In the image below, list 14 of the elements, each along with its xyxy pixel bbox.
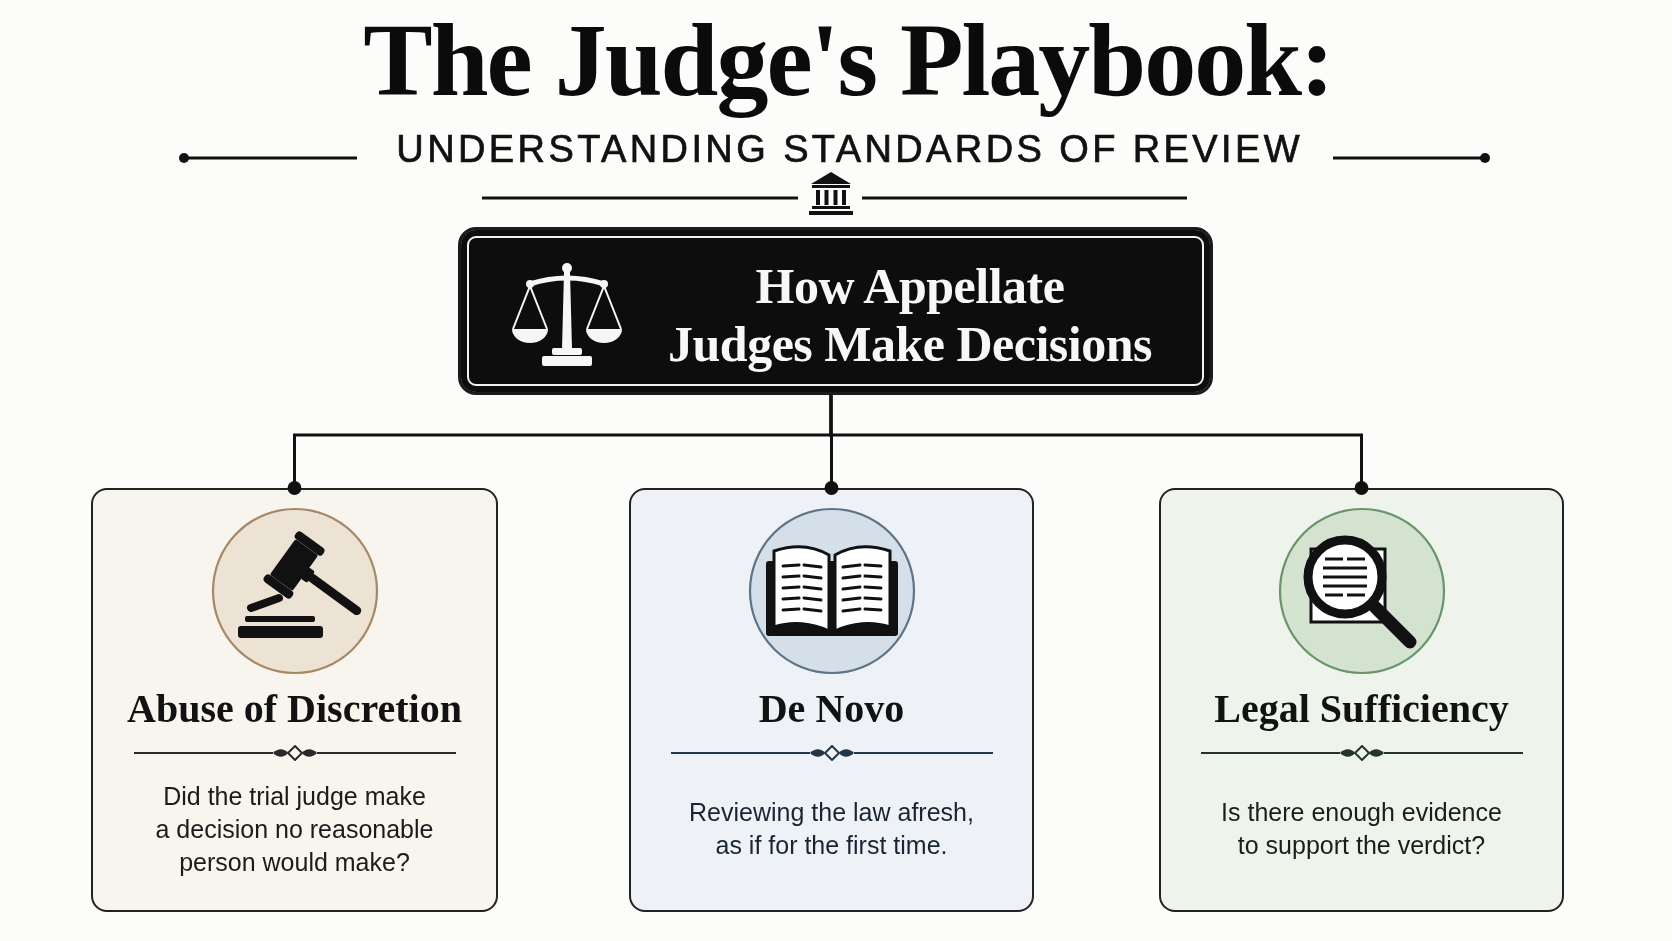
title-banner (458, 227, 1213, 395)
page-title: The Judge's Playbook: (362, 1, 1334, 120)
banner-heading: How Appellate Judges Make Decisions (667, 257, 1153, 373)
connector-line (829, 395, 1369, 495)
card-heading: De Novo (758, 686, 905, 732)
card-heading: Legal Sufficiency (1214, 686, 1509, 732)
standard-card (91, 488, 498, 912)
card-description: Did the trial judge make a decision no reasonable person would make? (154, 780, 435, 878)
card-description: Is there enough evidence to support the verdict? (1220, 797, 1503, 861)
card-description: Reviewing the law afresh, as if for the first time. (688, 797, 975, 861)
standard-card (629, 488, 1034, 912)
subtitle: UNDERSTANDING STANDARDS OF REVIEW (395, 129, 1304, 169)
card-heading: Abuse of Discretion (127, 686, 462, 732)
standard-card (1159, 488, 1564, 912)
